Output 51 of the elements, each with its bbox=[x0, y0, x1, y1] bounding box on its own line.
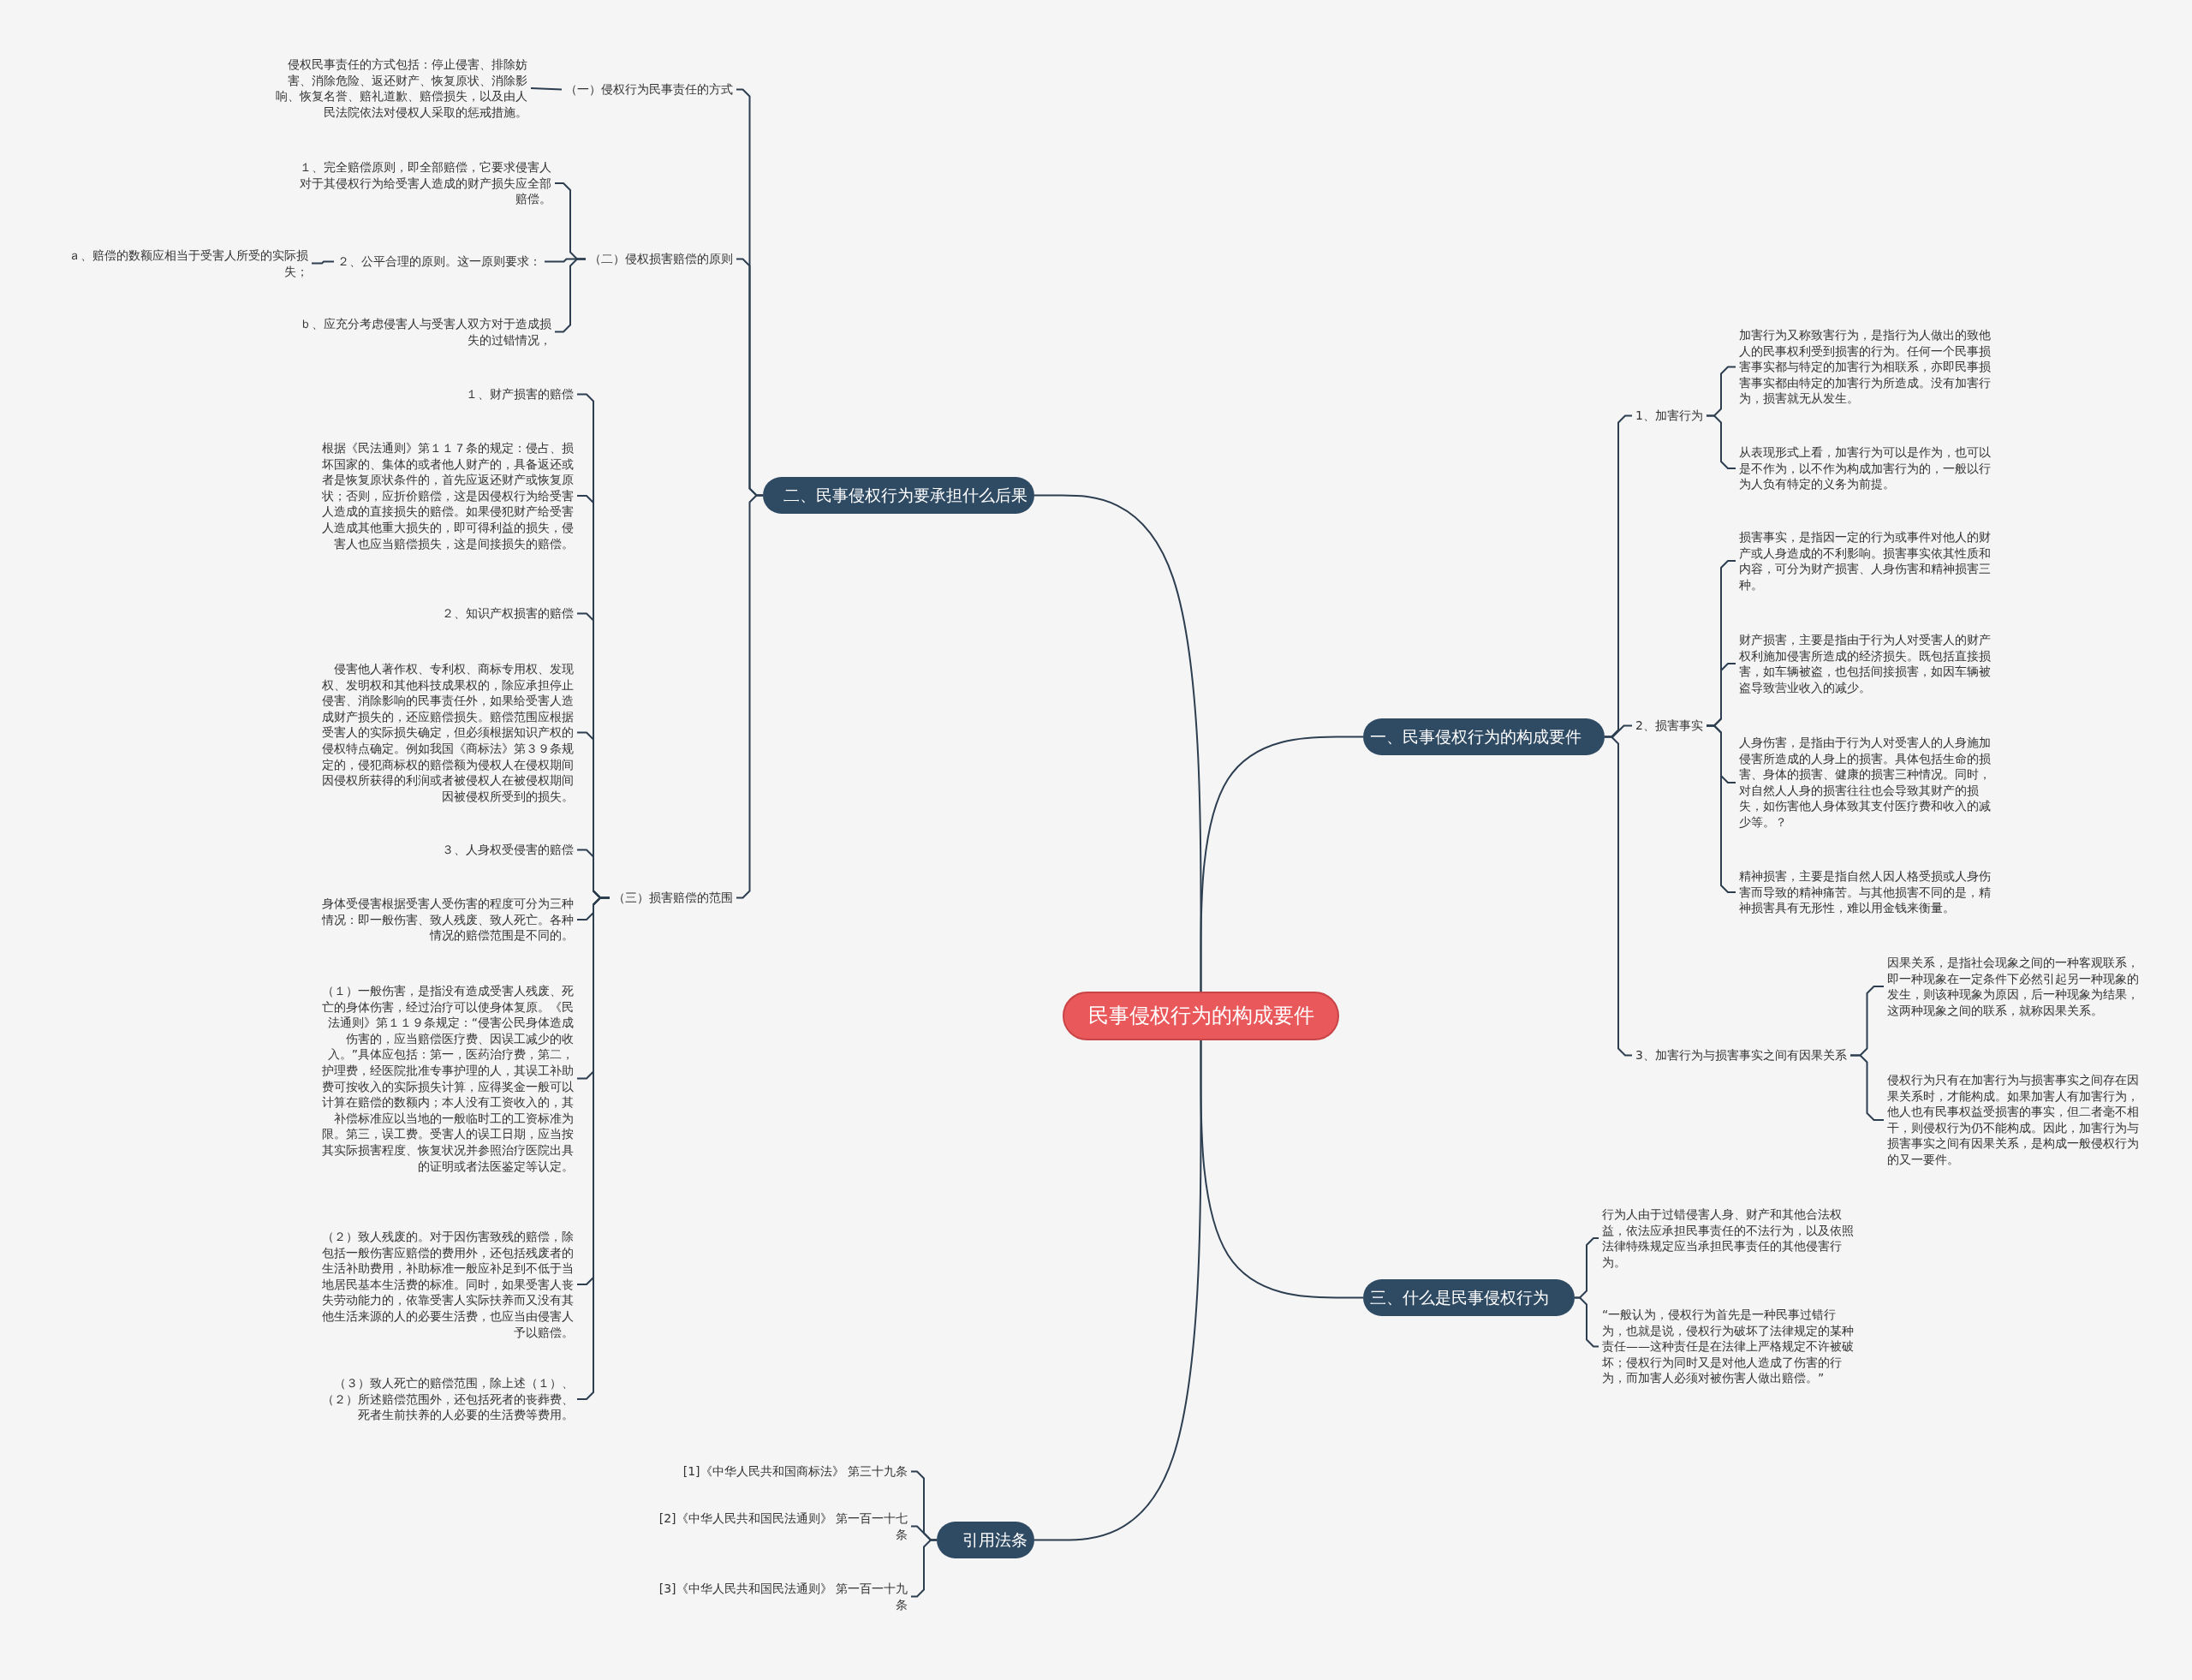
central-topic: 民事侵权行为的构成要件 bbox=[1063, 992, 1339, 1040]
note-text: 行为人由于过错侵害人身、财产和其他合法权益，依法应承担民事责任的不法行为，以及依照法律特殊规定应当承担民事责任的其他侵害行为。 bbox=[1599, 1206, 1859, 1271]
connector bbox=[736, 494, 764, 899]
note-text: （３）致人死亡的赔偿范围，除上述（１）、（２）所述赔偿范围外，还包括死者的丧葬费、死者生前扶养的人必要的生活费等费用。 bbox=[317, 1375, 577, 1423]
subtopic-label: （二）侵权损害赔偿的原则 bbox=[586, 251, 736, 267]
note-text: 财产损害，主要是指由于行为人对受害人的财产权利施加侵害所造成的经济损失。既包括直接损害，如车辆被盗，也包括间接损害，如因车辆被盗导致营业收入的减少。 bbox=[1736, 632, 1996, 696]
subtopic-label: 3、加害行为与损害事实之间有因果关系 bbox=[1632, 1047, 1850, 1063]
connector bbox=[1604, 736, 1633, 1057]
connector bbox=[554, 258, 587, 333]
note-text: 侵权行为只有在加害行为与损害事实之间存在因果关系时，才能构成。如果加害人有加害行为，他人也有民事权益受损害的事实，但二者毫不相干，则侵权行为仍不能构成。因此，加害行为与损害事实之间有因果关系，是构成一般侵权行为的又一要件。 bbox=[1884, 1072, 2147, 1168]
connector bbox=[311, 260, 335, 265]
connector bbox=[530, 87, 563, 91]
note-text: 侵害他人著作权、专利权、商标专用权、发现权、发明权和其他科技成果权的，除应承担停止侵害、消除影响的民事责任外，如果给受害人造成财产损失的，还应赔偿损失。赔偿范围应根据受害人的实际损失确定，但必须根据知识产权的侵权特点确定。例如我国《商标法》第３９条规定的，侵犯商标权的赔偿额为侵权人在侵权期间因侵权所获得的利润或者被侵权人在被侵权期间因被侵权所受到的损失。 bbox=[317, 661, 577, 805]
note-text: （１）一般伤害，是指没有造成受害人残废、死亡的身体伤害，经过治疗可以使身体复原。《民法通则》第１１９条规定：“侵害公民身体造成伤害的，应当赔偿医疗费、因误工减少的收入。”具体应包括：第一，医药治疗费，第二，护理费，经医院批准专事护理的人，其误工补助费可按收入的实际损失计算，应得奖金一般可以计算在赔偿的数额内；本人没有工资收入的，其补偿标准应以当地的一般临时工的工资标准为限。第三，误工费。受害人的误工日期，应当按其实际损害程度、恢复状况并参照治疗医院出具的证明或者法医鉴定等认定。 bbox=[317, 983, 577, 1175]
subtopic-label: 1、加害行为 bbox=[1632, 408, 1707, 424]
branch-topic: 引用法条 bbox=[937, 1522, 1034, 1558]
note-text: ｂ、应充分考虑侵害人与受害人双方对于造成损失的过错情况， bbox=[295, 316, 555, 349]
subtopic-label: （一）侵权行为民事责任的方式 bbox=[562, 81, 736, 98]
connector bbox=[1706, 724, 1736, 893]
note-text: [1]《中华人民共和国商标法》 第三十九条 bbox=[651, 1463, 911, 1480]
note-text: “一般认为，侵权行为首先是一种民事过错行为，也就是说，侵权行为破坏了法律规定的某种责任——这种责任是在法律上严格规定不许被破坏；侵权行为同时又是对他人造成了伤害的行为，而加害人必须对被伤害人做出赔偿。” bbox=[1599, 1307, 1859, 1387]
branch-topic: 二、民事侵权行为要承担什么后果 bbox=[763, 477, 1034, 514]
note-text: 损害事实，是指因一定的行为或事件对他人的财产或人身造成的不利影响。损害事实依其性质和内容，可分为财产损害、人身伤害和精神损害三种。 bbox=[1736, 529, 1996, 593]
note-text: 从表现形式上看，加害行为可以是作为，也可以是不作为，以不作为构成加害行为的，一般以行为人负有特定的义务为前提。 bbox=[1736, 444, 1996, 492]
note-text: 加害行为又称致害行为，是指行为人做出的致他人的民事权利受到损害的行为。任何一个民事损害事实都与特定的加害行为相联系，亦即民事损害事实都由特定的加害行为所造成。没有加害行为，损害就无从发生。 bbox=[1736, 327, 1996, 408]
connector bbox=[1706, 414, 1736, 469]
subtopic-label: ２、知识产权损害的赔偿 bbox=[438, 605, 577, 622]
connector bbox=[1033, 1040, 1202, 1541]
subtopic-label: 2、损害事实 bbox=[1632, 718, 1707, 734]
connector bbox=[1574, 1296, 1599, 1348]
branch-topic: 三、什么是民事侵权行为 bbox=[1363, 1279, 1575, 1316]
subtopic-label: （三）损害赔偿的范围 bbox=[610, 890, 736, 906]
note-text: [2]《中华人民共和国民法通则》 第一百一十七条 bbox=[651, 1510, 911, 1543]
note-text: [3]《中华人民共和国民法通则》 第一百一十九条 bbox=[651, 1581, 911, 1613]
subtopic-label: ３、人身权受侵害的赔偿 bbox=[438, 842, 577, 858]
connector bbox=[576, 897, 611, 1400]
connector bbox=[1850, 1054, 1885, 1121]
note-text: 精神损害，主要是指自然人因人格受损或人身伤害而导致的精神痛苦。与其他损害不同的是，精神损害具有无形性，难以用金钱来衡量。 bbox=[1736, 868, 1996, 916]
subtopic-label: １、财产损害的赔偿 bbox=[462, 386, 577, 402]
note-text: （２）致人残废的。对于因伤害致残的赔偿，除包括一般伤害应赔偿的费用外，还包括残废者的生活补助费用，补助标准一般应补足到不低于当地居民基本生活费的标准。同时，如果受害人丧失劳动能力的，依靠受害人实际扶养而又没有其他生活来源的人的必要生活费，也应当由侵害人予以赔偿。 bbox=[317, 1229, 577, 1341]
connector bbox=[1033, 494, 1202, 992]
note-text: 根据《民法通则》第１１７条的规定：侵占、损坏国家的、集体的或者他人财产的，具备返还或者是恢复原状条件的，首先应返还财产或恢复原状；否则，应折价赔偿，这是因侵权行为给受害人造成的直接损失的赔偿。如果侵犯财产给受害人造成其他重大损失的，即可得利益的损失，侵害人也应当赔偿损失，这是间接损失的赔偿。 bbox=[317, 440, 577, 552]
note-text: 侵权民事责任的方式包括：停止侵害、排除妨害、消除危险、返还财产、恢复原状、消除影响、恢复名誉、赔礼道歉、赔偿损失，以及由人民法院依法对侵权人采取的惩戒措施。 bbox=[271, 57, 531, 121]
note-text: ａ、赔偿的数额应相当于受害人所受的实际损失； bbox=[51, 247, 312, 280]
branch-topic: 一、民事侵权行为的构成要件 bbox=[1363, 718, 1605, 755]
subtopic-label: ２、公平合理的原则。这一原则要求： bbox=[334, 253, 545, 270]
note-text: １、完全赔偿原则，即全部赔偿，它要求侵害人对于其侵权行为给受害人造成的财产损失应全部赔偿。 bbox=[295, 159, 555, 207]
note-text: 人身伤害，是指由于行为人对受害人的人身施加侵害所造成的人身上的损害。具体包括生命的损害、身体的损害、健康的损害三种情况。同时，对自然人人身的损害往往也会导致其财产的损失，如伤害他人身体致其支付医疗费和收入的减少等。？ bbox=[1736, 735, 1996, 831]
note-text: 身体受侵害根据受害人受伤害的程度可分为三种情况：即一般伤害、致人残废、致人死亡。各种情况的赔偿范围是不同的。 bbox=[317, 896, 577, 944]
note-text: 因果关系，是指社会现象之间的一种客观联系，即一种现象在一定条件下必然引起另一种现象的发生，则该种现象为原因，后一种现象为结果，这两种现象之间的联系，就称因果关系。 bbox=[1884, 955, 2147, 1019]
connector bbox=[910, 1539, 938, 1598]
